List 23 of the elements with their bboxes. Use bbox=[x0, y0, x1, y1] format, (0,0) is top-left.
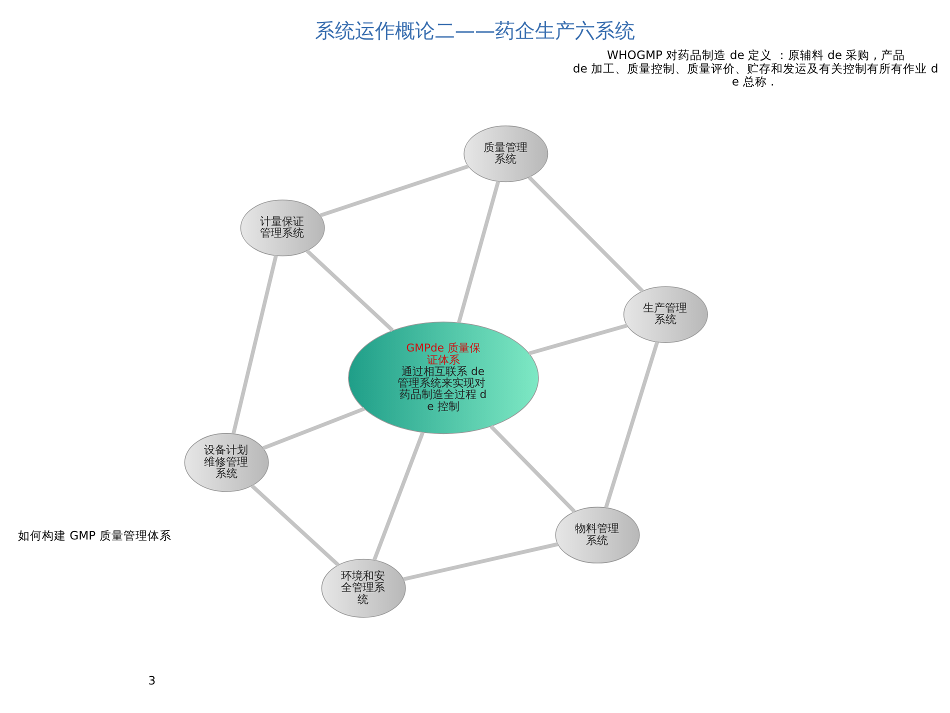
connector bbox=[250, 484, 340, 566]
diagram-title: 系统运作概论二——药企生产六系统 bbox=[314, 18, 636, 42]
connector bbox=[528, 323, 628, 355]
node-ellipse: 质量管理系统 bbox=[464, 125, 548, 182]
label: 如何构建 GMP 质量管理体系 bbox=[18, 528, 172, 542]
connector bbox=[320, 164, 469, 217]
node-ellipse: 计量保证管理系统 bbox=[240, 199, 325, 256]
label: WHOGMP 对药品制造 de 定义 ：原辅料 de 采购 , 产品 de 加工、质量控制、质量评价、贮存和发运及有关控制有所有作业 de 总称 . bbox=[572, 48, 938, 88]
connector bbox=[372, 431, 424, 560]
connector bbox=[403, 542, 558, 581]
connector bbox=[528, 175, 644, 292]
label: 3 bbox=[148, 673, 156, 688]
connector bbox=[604, 340, 660, 508]
node-ellipse: 生产管理系统 bbox=[623, 286, 708, 342]
connector bbox=[457, 180, 500, 322]
node-ellipse: 物料管理系统 bbox=[555, 506, 640, 563]
connector bbox=[490, 424, 576, 512]
node-ellipse: GMPde 质量保证体系 通过相互联系 de 管理系统来实现对药品制造全过程 de 控制 bbox=[348, 321, 539, 434]
connector bbox=[306, 248, 394, 332]
node-ellipse: 设备计划维修管理系统 bbox=[184, 432, 269, 492]
connector bbox=[262, 406, 365, 450]
node-ellipse: 环境和安全管理系统 bbox=[321, 558, 406, 618]
connector bbox=[232, 254, 278, 434]
